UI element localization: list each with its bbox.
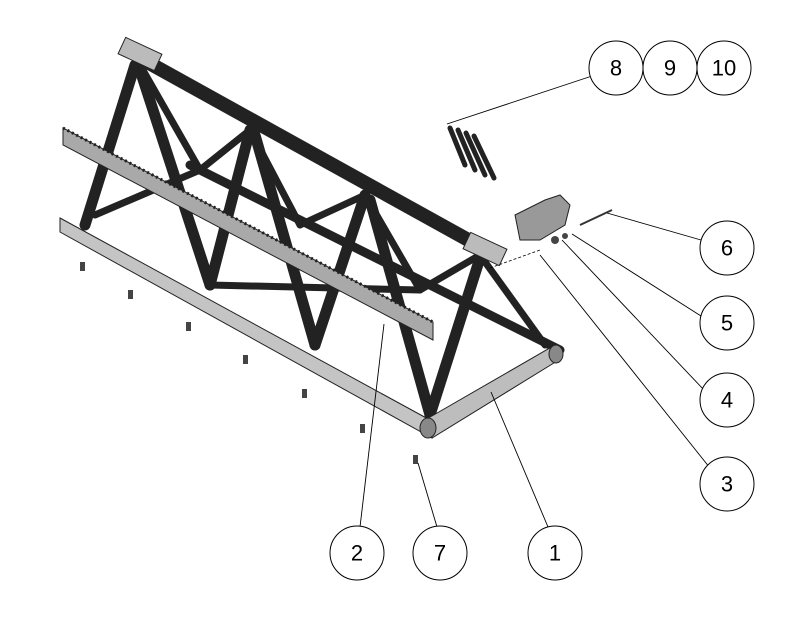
back-bottom-rail: [185, 160, 565, 355]
balloon-6: 6: [699, 220, 755, 276]
balloon-2: 2: [329, 525, 385, 581]
balloon-label: 4: [721, 388, 733, 413]
exploded-parts: [447, 125, 613, 269]
balloon-4: 4: [699, 372, 755, 428]
truss-frame: [59, 36, 565, 464]
top-end-block: [117, 36, 163, 72]
balloon-8: 8: [588, 40, 644, 96]
balloon-label: 6: [721, 236, 733, 261]
rear-braces: [91, 61, 549, 349]
balloon-5: 5: [699, 295, 755, 351]
bolts: [80, 262, 418, 464]
balloon-label: 5: [721, 311, 733, 336]
balloon-9: 9: [642, 40, 698, 96]
balloon-label: 2: [351, 541, 363, 566]
gear-rack: [62, 127, 434, 341]
front-braces: [79, 59, 486, 421]
front-bottom-rail: [59, 217, 433, 439]
balloon-7: 7: [412, 525, 468, 581]
balloon-3: 3: [699, 456, 755, 512]
balloon-label: 7: [434, 541, 446, 566]
balloon-10: 10: [696, 40, 752, 96]
top-end-block: [462, 231, 508, 267]
balloon-label: 1: [549, 541, 561, 566]
balloon-label: 3: [721, 472, 733, 497]
bracket: [514, 194, 571, 241]
balloon-label: 8: [610, 56, 622, 81]
balloon-label: 9: [664, 56, 676, 81]
top-ridge-tube: [135, 53, 495, 257]
balloon-label: 10: [712, 56, 736, 81]
leader-lines: [359, 75, 711, 528]
balloon-1: 1: [527, 525, 583, 581]
